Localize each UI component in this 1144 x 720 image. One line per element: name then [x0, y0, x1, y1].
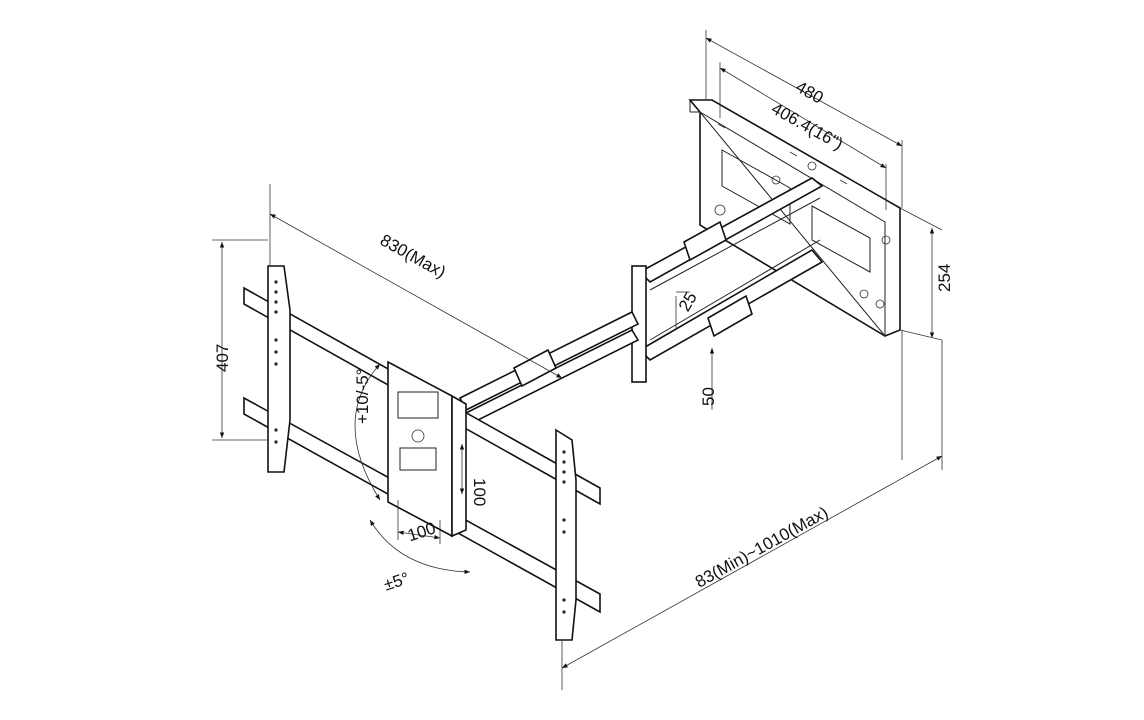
arm-clamp-upper [683, 220, 727, 262]
tv-strap-right [555, 428, 577, 641]
lower-arm [458, 310, 640, 428]
tv-strap-left [267, 265, 291, 473]
wall-plate [688, 99, 901, 338]
dim-830-label: 830(Max) [377, 230, 449, 281]
dim-100-horizontal-label: 100 [405, 518, 438, 545]
dim-407-label: 407 [213, 344, 232, 372]
dim-50-label: 50 [699, 387, 718, 406]
swivel-label: ±5° [381, 569, 411, 595]
tv-bracket [243, 265, 601, 641]
dim-480-label: 480 [793, 77, 827, 107]
upper-arm [631, 177, 824, 383]
dim-100-vertical-label: 100 [470, 478, 489, 506]
dim-depth-label: 83(Min)~1010(Max) [692, 503, 831, 592]
arm-clamp-lower [707, 294, 753, 338]
dimension-lines [212, 30, 943, 690]
dim-25-label: 25 [675, 289, 701, 315]
dim-254-label: 254 [935, 264, 954, 292]
tilt-label: +10/-5° [353, 369, 372, 424]
